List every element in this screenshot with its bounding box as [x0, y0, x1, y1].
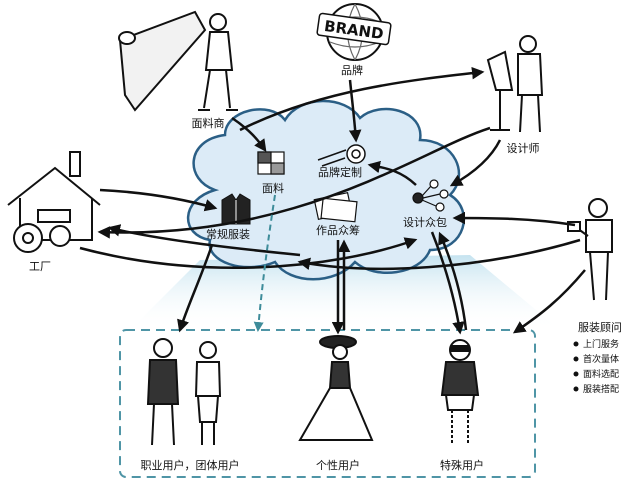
arrow-special-to-crowdsource	[438, 231, 468, 331]
factory-house-icon	[7, 151, 101, 253]
fabric-merchant-label: 面料商	[192, 116, 225, 130]
brand-custom-label: 品牌定制	[318, 165, 362, 179]
arrow-consultant-to-customers	[512, 269, 586, 334]
arrow-factory-to-clothing	[99, 188, 218, 212]
arrow-cloud-to-designer	[239, 66, 485, 132]
regular-clothing-label: 常规服装	[206, 227, 250, 241]
arrow-consultant-to-crowdsource	[452, 211, 576, 227]
fabric-swatch-icon	[257, 151, 285, 175]
arrow-crowdsource-to-cloud-left	[297, 238, 581, 270]
brand-label: 品牌	[341, 63, 363, 77]
consultant-figure	[567, 198, 613, 301]
crowdsourcing-network-icon	[412, 179, 449, 212]
professional-users-label: 职业用户，团体用户	[141, 458, 240, 472]
designer-figure	[486, 35, 544, 133]
service-item: 服装搭配	[583, 383, 619, 395]
fabric-label: 面料	[262, 181, 284, 195]
crowdfunding-works-label: 作品众筹	[316, 223, 360, 237]
design-crowdsourcing-label: 设计众包	[403, 216, 447, 229]
arrow-designer-to-factory	[97, 126, 491, 239]
service-item: 面料选配	[583, 368, 619, 380]
arrow-fabric-to-customers-teal	[253, 194, 276, 332]
individual-users-label: 个性用户	[316, 458, 360, 472]
central-cloud	[186, 99, 466, 281]
professional-users-figures	[146, 338, 222, 446]
individual-user-figure	[298, 335, 374, 441]
arrow-factory-to-crowdsource	[79, 237, 418, 269]
arrow-designer-to-crowdsource	[449, 139, 502, 187]
brand-globe-icon	[316, 3, 392, 61]
customer-box	[119, 329, 536, 478]
service-item: 首次量体	[583, 353, 619, 365]
jacket-icon	[221, 193, 251, 225]
arrow-merchant-to-fabric	[231, 116, 267, 153]
service-item: 上门服务	[583, 338, 619, 350]
arrow-clothing-to-professional	[177, 244, 214, 333]
factory-label: 工厂	[29, 260, 51, 273]
fabric-merchant-figure	[118, 10, 238, 112]
tape-measure-icon	[317, 144, 366, 167]
consultant-label: 服装顾问	[578, 321, 622, 334]
special-users-label: 特殊用户	[440, 458, 484, 472]
arrow-brand-to-cloud	[348, 79, 362, 143]
designer-label: 设计师	[507, 142, 540, 155]
arrow-crowdsource-to-special	[430, 231, 465, 335]
special-user-figure	[440, 339, 480, 445]
consultant-services-list: 上门服务 首次量体 面料选配 服装搭配	[573, 338, 619, 395]
